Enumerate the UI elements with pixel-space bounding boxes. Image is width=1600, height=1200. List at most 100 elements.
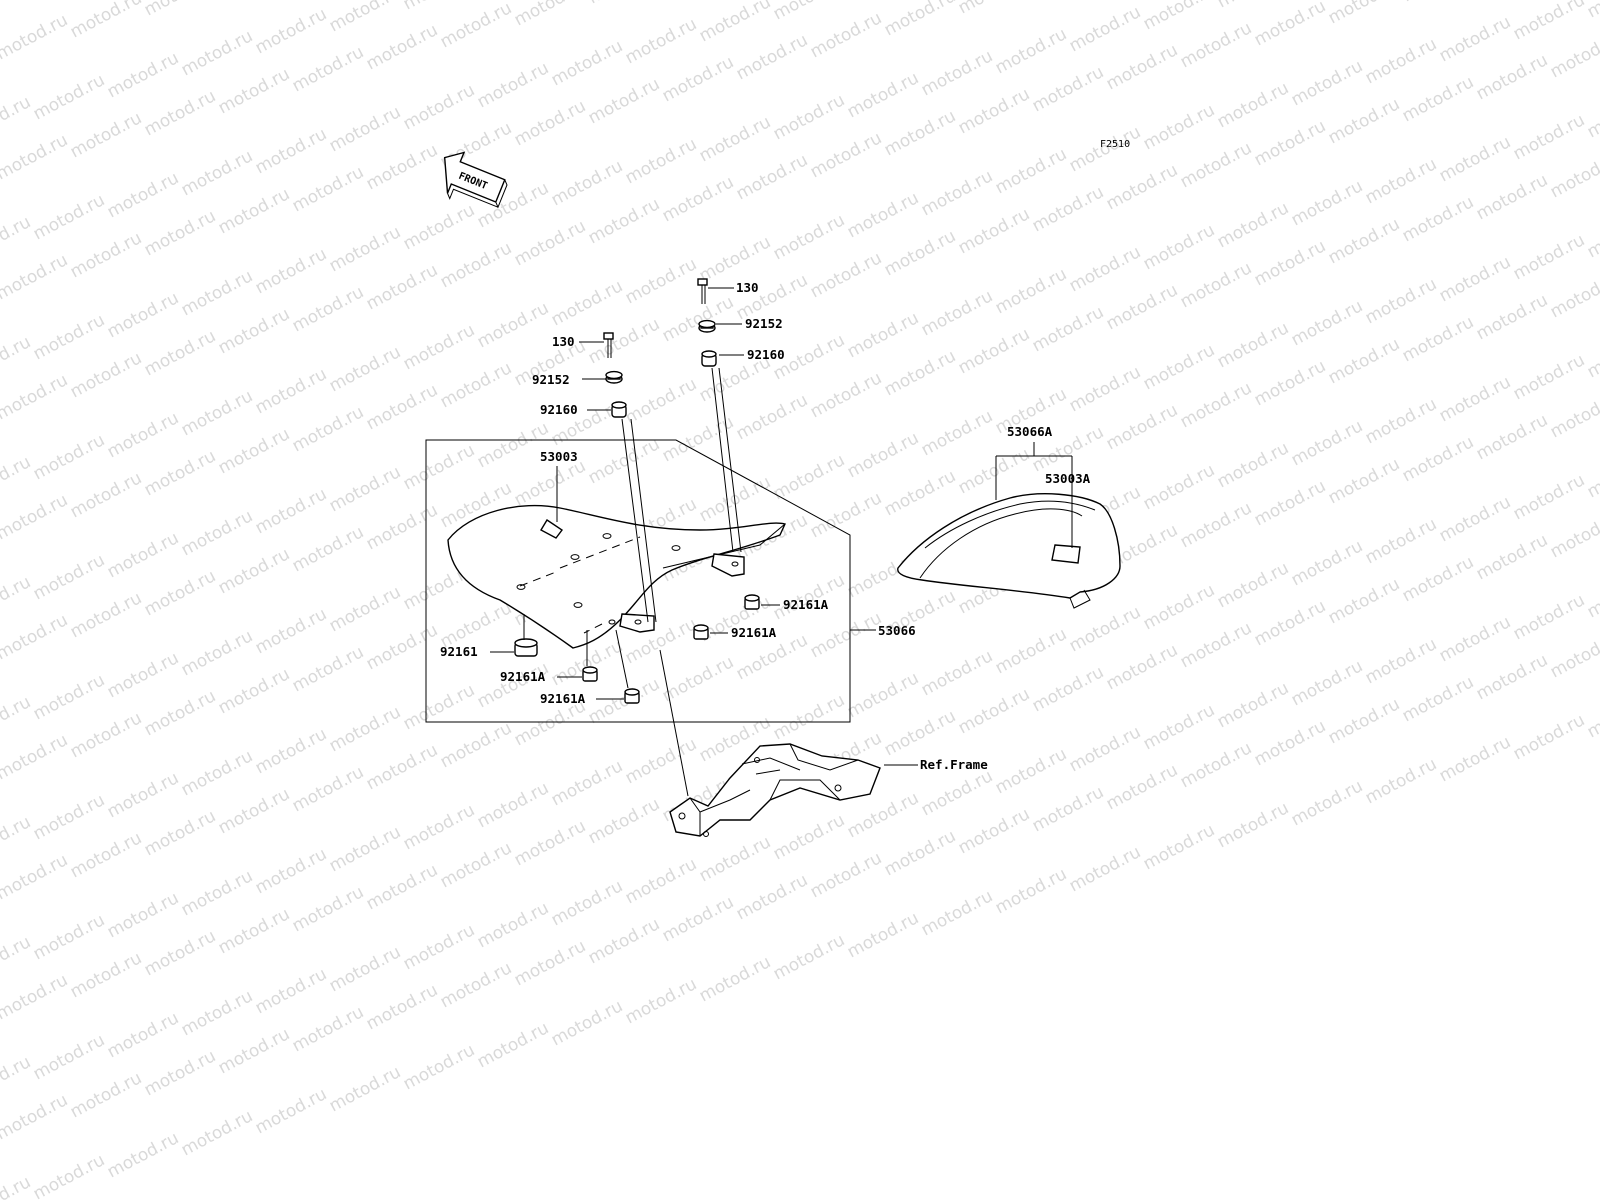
watermark-text: motod.ru <box>881 106 959 160</box>
watermark-text: motod.ru <box>0 490 71 544</box>
watermark-text: motod.ru <box>30 1030 108 1084</box>
watermark-text: motod.ru <box>1547 628 1600 682</box>
watermark-text: motod.ru <box>1066 722 1144 776</box>
watermark-text: motod.ru <box>0 370 71 424</box>
watermark-text: motod.ru <box>1177 18 1255 72</box>
damper-92161 <box>514 638 538 657</box>
watermark-text: motod.ru <box>252 4 330 58</box>
watermark-text: motod.ru <box>548 996 626 1050</box>
watermark-text: motod.ru <box>252 964 330 1018</box>
watermark-text: motod.ru <box>67 348 145 402</box>
damper-92161a-2 <box>624 688 640 704</box>
damper-92161a-4 <box>744 594 760 610</box>
watermark-text: motod.ru <box>1066 362 1144 416</box>
watermark-text: motod.ru <box>178 386 256 440</box>
watermark-text: motod.ru <box>215 544 293 598</box>
watermark-text: motod.ru <box>0 692 34 746</box>
watermark-text: motod.ru <box>215 424 293 478</box>
watermark-text: motod.ru <box>178 1106 256 1160</box>
watermark-text: motod.ru <box>289 642 367 696</box>
watermark-text: motod.ru <box>1029 302 1107 356</box>
watermark-text: motod.ru <box>363 260 441 314</box>
watermark-text: motod.ru <box>1473 290 1551 344</box>
watermark-text: motod.ru <box>1547 28 1600 82</box>
watermark-text: motod.ru <box>30 70 108 124</box>
watermark-text: motod.ru <box>326 1062 404 1116</box>
watermark-text: motod.ru <box>1399 72 1477 126</box>
watermark-text: motod.ru <box>252 724 330 778</box>
watermark-text: motod.ru <box>1140 220 1218 274</box>
watermark-text: motod.ru <box>0 10 71 64</box>
watermark-text: motod.ru <box>400 0 478 14</box>
watermark-text: motod.ru <box>511 96 589 150</box>
watermark-text: motod.ru <box>511 0 589 30</box>
watermark-text: motod.ru <box>585 74 663 128</box>
watermark-text: motod.ru <box>215 904 293 958</box>
watermark-text: motod.ru <box>474 418 552 472</box>
watermark-text: motod.ru <box>1251 236 1329 290</box>
watermark-text: motod.ru <box>881 226 959 280</box>
watermark-text: motod.ru <box>104 48 182 102</box>
watermark-text: motod.ru <box>844 308 922 362</box>
watermark-text: motod.ru <box>178 626 256 680</box>
watermark-text: motod.ru <box>178 26 256 80</box>
watermark-text: motod.ru <box>1436 732 1514 786</box>
watermark-text: motod.ru <box>1029 662 1107 716</box>
watermark-text: motod.ru <box>1547 148 1600 202</box>
label-damper-92161a-4: 92161A <box>783 597 829 612</box>
watermark-text: motod.ru <box>141 86 219 140</box>
watermark-text: motod.ru <box>1399 192 1477 246</box>
watermark-text: motod.ru <box>918 166 996 220</box>
watermark-text: motod.ru <box>1066 2 1144 56</box>
watermark-text: motod.ru <box>1214 558 1292 612</box>
watermark-text: motod.ru <box>0 452 34 506</box>
watermark-text: motod.ru <box>1325 0 1403 28</box>
watermark-text: motod.ru <box>992 144 1070 198</box>
watermark-text: motod.ru <box>0 812 34 866</box>
watermark-text: motod.ru <box>955 804 1033 858</box>
watermark-text: motod.ru <box>1325 334 1403 388</box>
watermark-text: motod.ru <box>104 888 182 942</box>
watermark-text: motod.ru <box>1325 214 1403 268</box>
watermark-text: motod.ru <box>955 204 1033 258</box>
watermark-text: motod.ru <box>104 768 182 822</box>
label-ref-frame: Ref.Frame <box>920 757 988 772</box>
watermark-text: motod.ru <box>770 690 848 744</box>
watermark-text: motod.ru <box>881 346 959 400</box>
watermark-text: motod.ru <box>67 1068 145 1122</box>
watermark-text: motod.ru <box>1399 672 1477 726</box>
damper-92161a-3 <box>693 624 709 640</box>
watermark-text: motod.ru <box>104 288 182 342</box>
watermark-text: motod.ru <box>696 0 774 46</box>
watermark-text: motod.ru <box>1584 328 1600 382</box>
watermark-text: motod.ru <box>770 930 848 984</box>
watermark-text: motod.ru <box>363 980 441 1034</box>
watermark-text: motod.ru <box>1510 470 1588 524</box>
watermark-text: motod.ru <box>548 36 626 90</box>
watermark-text: motod.ru <box>1103 640 1181 694</box>
watermark-text: motod.ru <box>0 92 34 146</box>
watermark-text: motod.ru <box>659 892 737 946</box>
watermark-text: motod.ru <box>1214 678 1292 732</box>
watermark-text: motod.ru <box>1325 94 1403 148</box>
watermark-text: motod.ru <box>770 210 848 264</box>
watermark-text: motod.ru <box>30 310 108 364</box>
watermark-text: motod.ru <box>1362 634 1440 688</box>
watermark-text: motod.ru <box>1473 650 1551 704</box>
watermark-text: motod.ru <box>1584 688 1600 742</box>
watermark-text: motod.ru <box>1584 208 1600 262</box>
watermark-text: motod.ru <box>807 8 885 62</box>
watermark-text: motod.ru <box>1436 612 1514 666</box>
watermark-text: motod.ru <box>844 428 922 482</box>
left-bolt <box>603 332 614 358</box>
watermark-text: motod.ru <box>252 244 330 298</box>
watermark-text: motod.ru <box>992 264 1070 318</box>
watermark-text: motod.ru <box>955 324 1033 378</box>
watermark-text: motod.ru <box>1251 476 1329 530</box>
watermark-text: motod.ru <box>1288 176 1366 230</box>
watermark-text: motod.ru <box>807 248 885 302</box>
watermark-text: motod.ru <box>1103 280 1181 334</box>
watermark-text: motod.ru <box>1140 0 1218 34</box>
watermark-text: motod.ru <box>1140 460 1218 514</box>
watermark-text: motod.ru <box>437 358 515 412</box>
